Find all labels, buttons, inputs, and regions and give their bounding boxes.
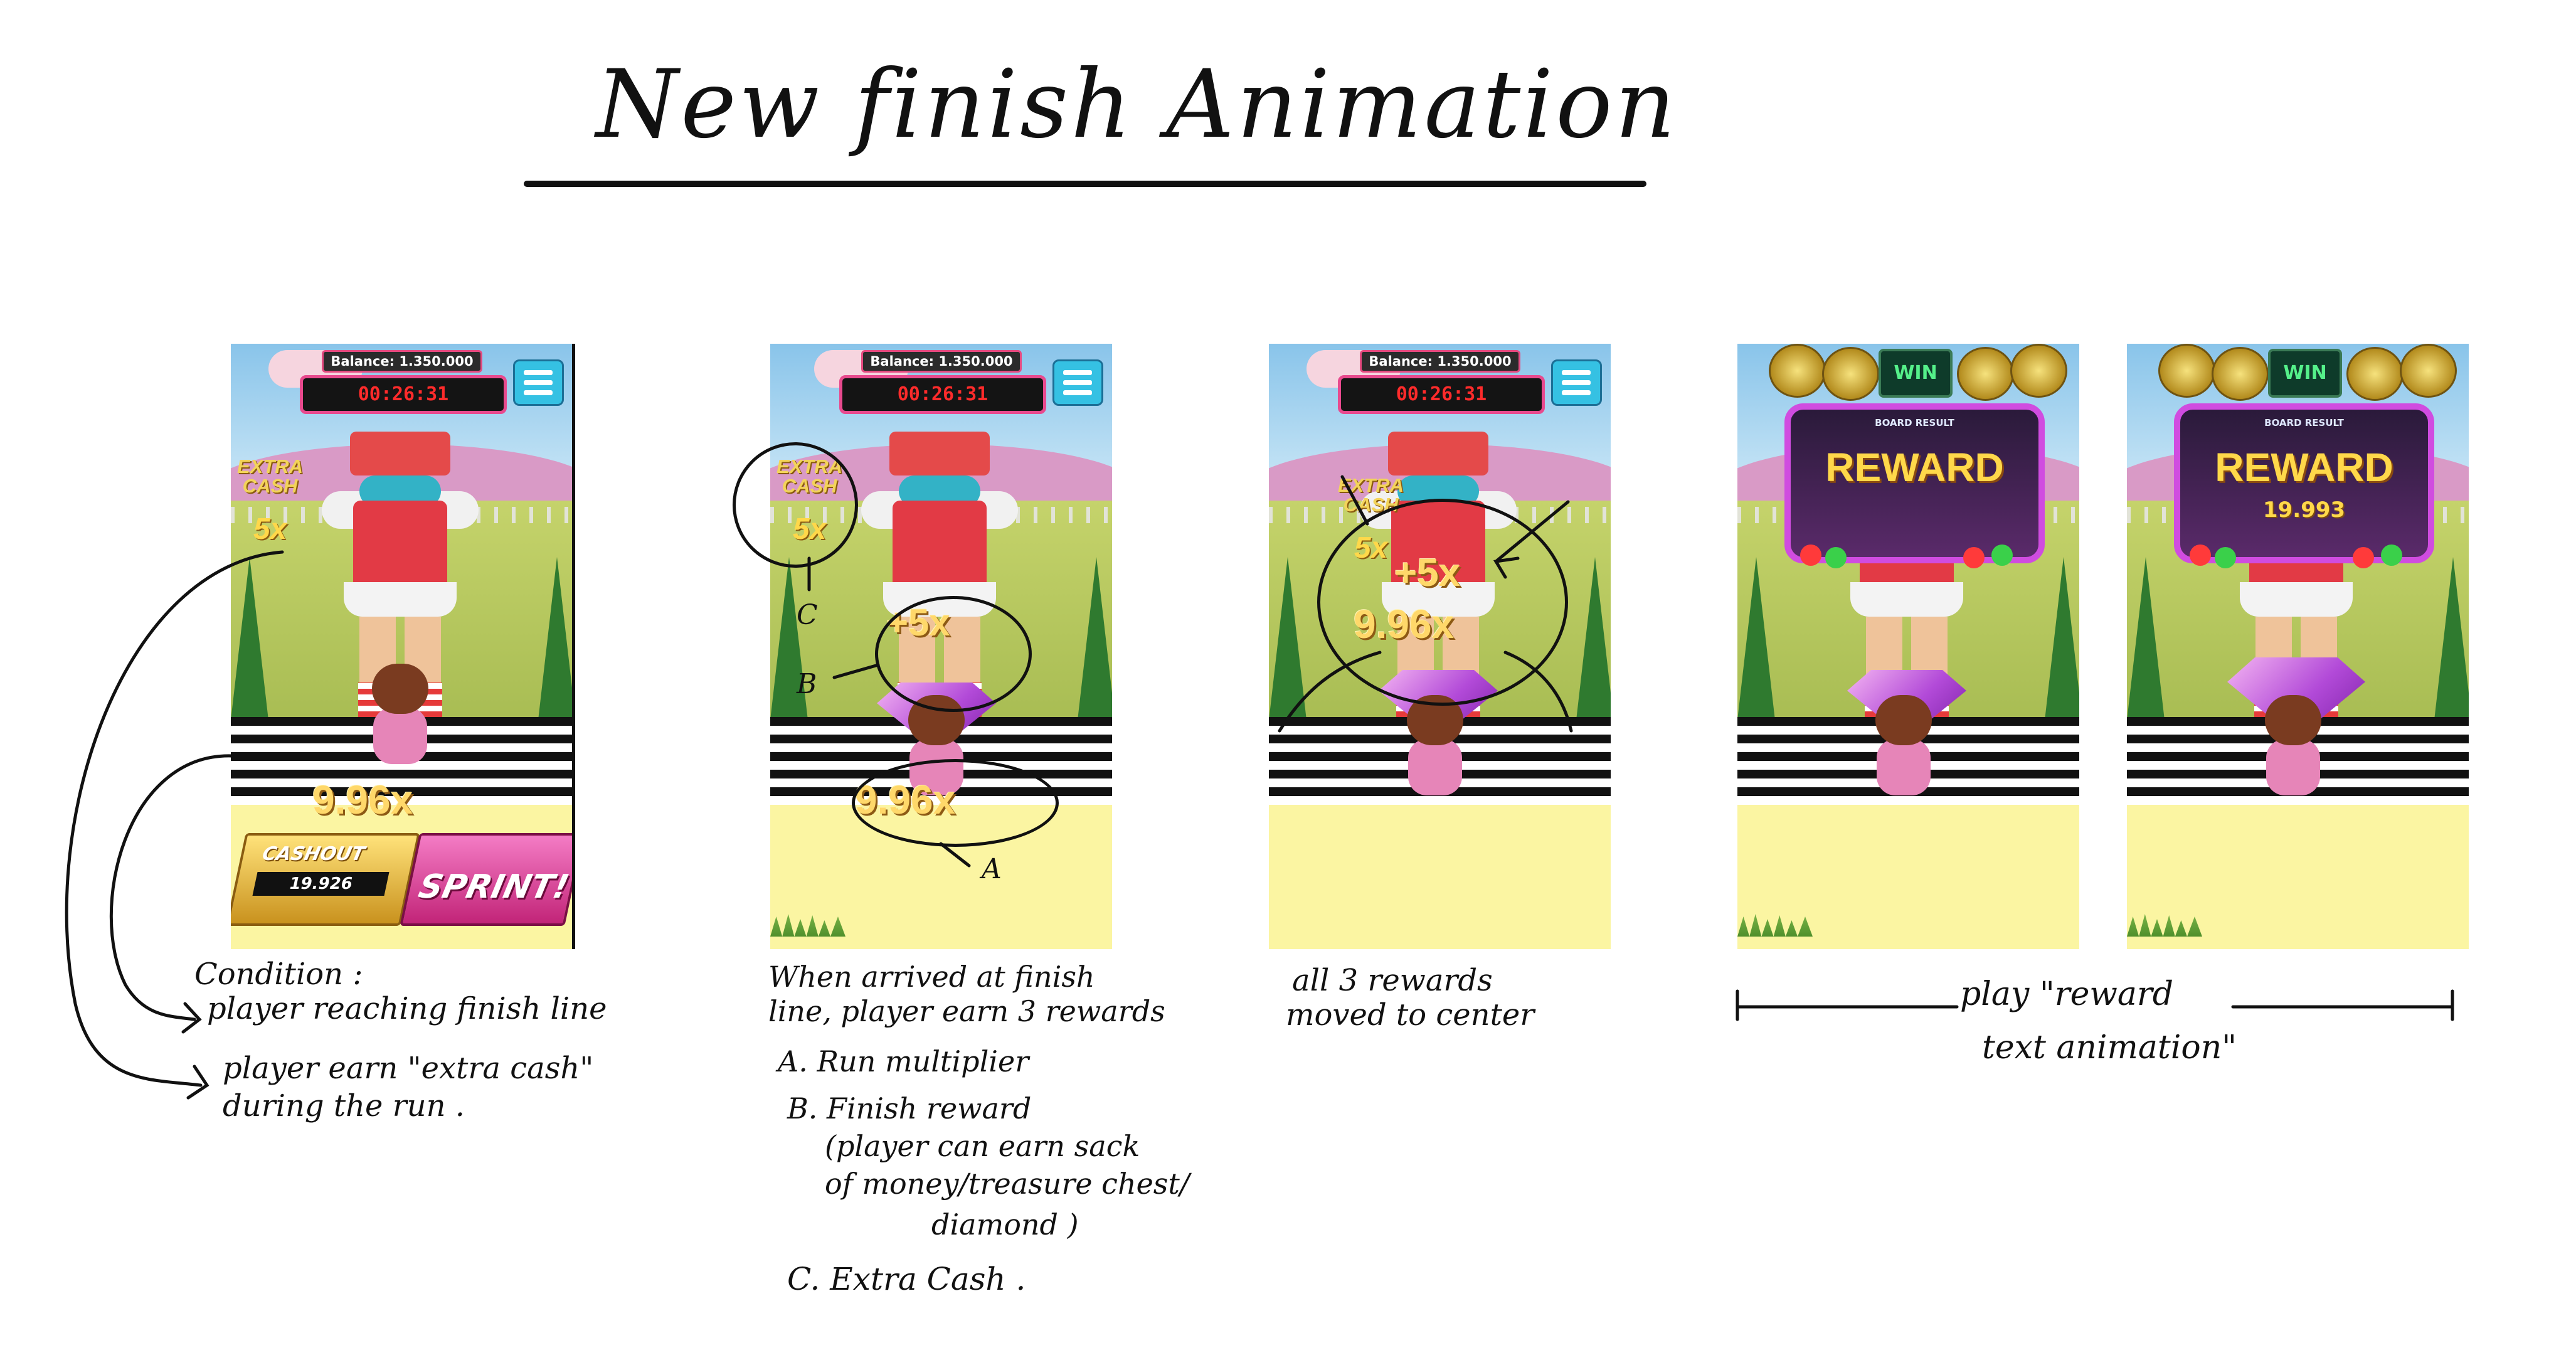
reward-panel: BOARD RESULT REWARD 19.993	[2174, 403, 2434, 563]
speaker-icon	[2010, 344, 2067, 398]
note-play-1: play "reward	[1960, 975, 2174, 1013]
label-c: C	[797, 599, 818, 631]
timer-display: 00:26:31	[300, 375, 507, 414]
note-item-c: C. Extra Cash .	[787, 1261, 1026, 1297]
note-center-1: all 3 rewards	[1292, 963, 1493, 998]
speaker-icon	[1769, 344, 1826, 398]
note-item-b2: (player can earn sack	[825, 1129, 1140, 1163]
stage-lights	[1775, 545, 2045, 570]
frame-1-edge	[572, 344, 575, 949]
reward-amount: 19.993	[2262, 497, 2346, 523]
finish-reward-circle	[875, 596, 1032, 712]
note-item-b4: diamond )	[931, 1208, 1079, 1241]
balance-display: Balance: 1.350.000	[1360, 350, 1520, 373]
timer-display: 00:26:31	[839, 375, 1046, 414]
reward-header: WIN	[2152, 344, 2457, 403]
runner-character	[1869, 695, 1938, 795]
reward-panel: BOARD RESULT REWARD	[1784, 403, 2045, 563]
note-condition-3: player earn "extra cash"	[223, 1051, 594, 1086]
speaker-icon	[2346, 347, 2404, 401]
frame-1-run-end: Balance: 1.350.000 00:26:31 EXTRA CASH 5…	[231, 344, 573, 949]
note-item-b1: B. Finish reward	[787, 1092, 1032, 1125]
run-multiplier-circle	[852, 759, 1059, 847]
reward-header: WIN	[1762, 344, 2067, 403]
frame-5-reward-amount: BOARD RESULT REWARD 19.993 WIN	[2127, 344, 2469, 949]
speaker-icon	[2212, 347, 2269, 401]
speaker-icon	[1822, 347, 1879, 401]
balance-display: Balance: 1.350.000	[861, 350, 1022, 373]
speaker-icon	[2400, 344, 2457, 398]
note-item-b3: of money/treasure chest/	[825, 1167, 1190, 1201]
hamburger-menu-icon[interactable]	[1052, 359, 1103, 406]
title-underline	[524, 181, 1646, 187]
page-title: New finish Animation	[596, 50, 1678, 159]
speaker-icon	[1957, 347, 2014, 401]
timer-display: 00:26:31	[1338, 375, 1545, 414]
note-play-2: text animation"	[1982, 1029, 2237, 1066]
note-arrive-1: When arrived at finish	[768, 960, 1095, 994]
speaker-icon	[2158, 344, 2215, 398]
runner-character	[2259, 695, 2328, 795]
label-b: B	[797, 668, 817, 700]
win-display: WIN	[2268, 349, 2342, 398]
center-rewards-circle	[1317, 499, 1568, 706]
extra-cash-circle	[733, 442, 858, 568]
stage-lights	[2165, 545, 2434, 570]
win-display: WIN	[1879, 349, 1953, 398]
run-multiplier: 9.96x	[312, 777, 413, 822]
reward-text: REWARD	[2215, 445, 2393, 490]
extra-cash-badge: EXTRA CASH 5x	[237, 455, 304, 546]
hamburger-menu-icon[interactable]	[513, 359, 564, 406]
note-condition-4: during the run .	[223, 1088, 465, 1124]
balance-display: Balance: 1.350.000	[322, 350, 482, 373]
label-a: A	[982, 853, 1002, 885]
note-condition-1: Condition :	[194, 957, 363, 992]
frame-4-reward-text: BOARD RESULT REWARD WIN	[1737, 344, 2079, 949]
note-condition-2: player reaching finish line	[207, 991, 607, 1026]
hamburger-menu-icon[interactable]	[1551, 359, 1602, 406]
reward-text: REWARD	[1825, 445, 2004, 490]
note-center-2: moved to center	[1286, 997, 1535, 1033]
note-item-a: A. Run multiplier	[778, 1044, 1029, 1078]
runner-character	[366, 664, 435, 764]
note-arrive-2: line, player earn 3 rewards	[768, 994, 1165, 1028]
